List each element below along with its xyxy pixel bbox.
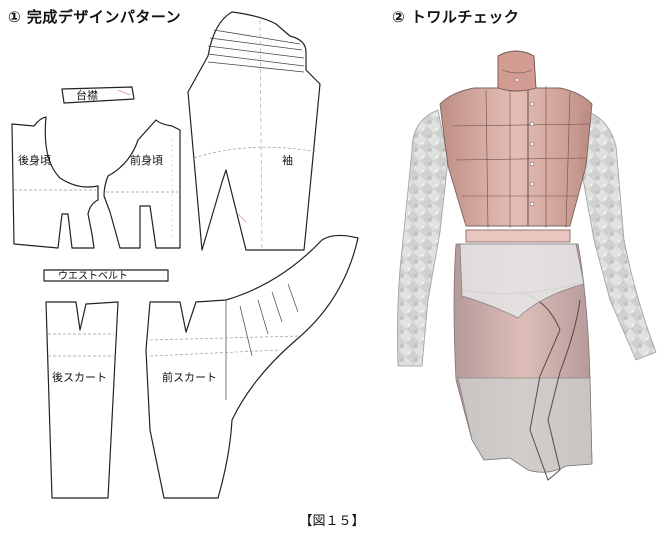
figure-caption: 【図１５】: [299, 514, 365, 529]
label-mae-skirt: 前スカート: [162, 370, 217, 384]
piece-ushiro-skirt: [45, 301, 119, 499]
label-maemigoro: 前身頃: [130, 153, 163, 167]
label-waist-belt: ウエストベルト: [58, 270, 128, 282]
label-ushiromigoro: 後身頃: [18, 153, 51, 167]
label-ushiro-skirt: 後スカート: [52, 370, 107, 384]
label-sode: 袖: [282, 153, 293, 167]
pattern-heading: ① 完成デザインパターン: [8, 8, 182, 26]
toile-heading: ② トワルチェック: [392, 8, 520, 26]
piece-sode: [187, 11, 321, 251]
piece-maemigoro: [103, 119, 181, 249]
label-daieri: 台襟: [76, 88, 98, 102]
piece-mae-skirt: [145, 234, 359, 499]
piece-ushiromigoro: [11, 116, 99, 249]
piece-waist-belt: [43, 269, 169, 282]
toile-render: [397, 50, 657, 481]
piece-daieri: [61, 86, 135, 104]
